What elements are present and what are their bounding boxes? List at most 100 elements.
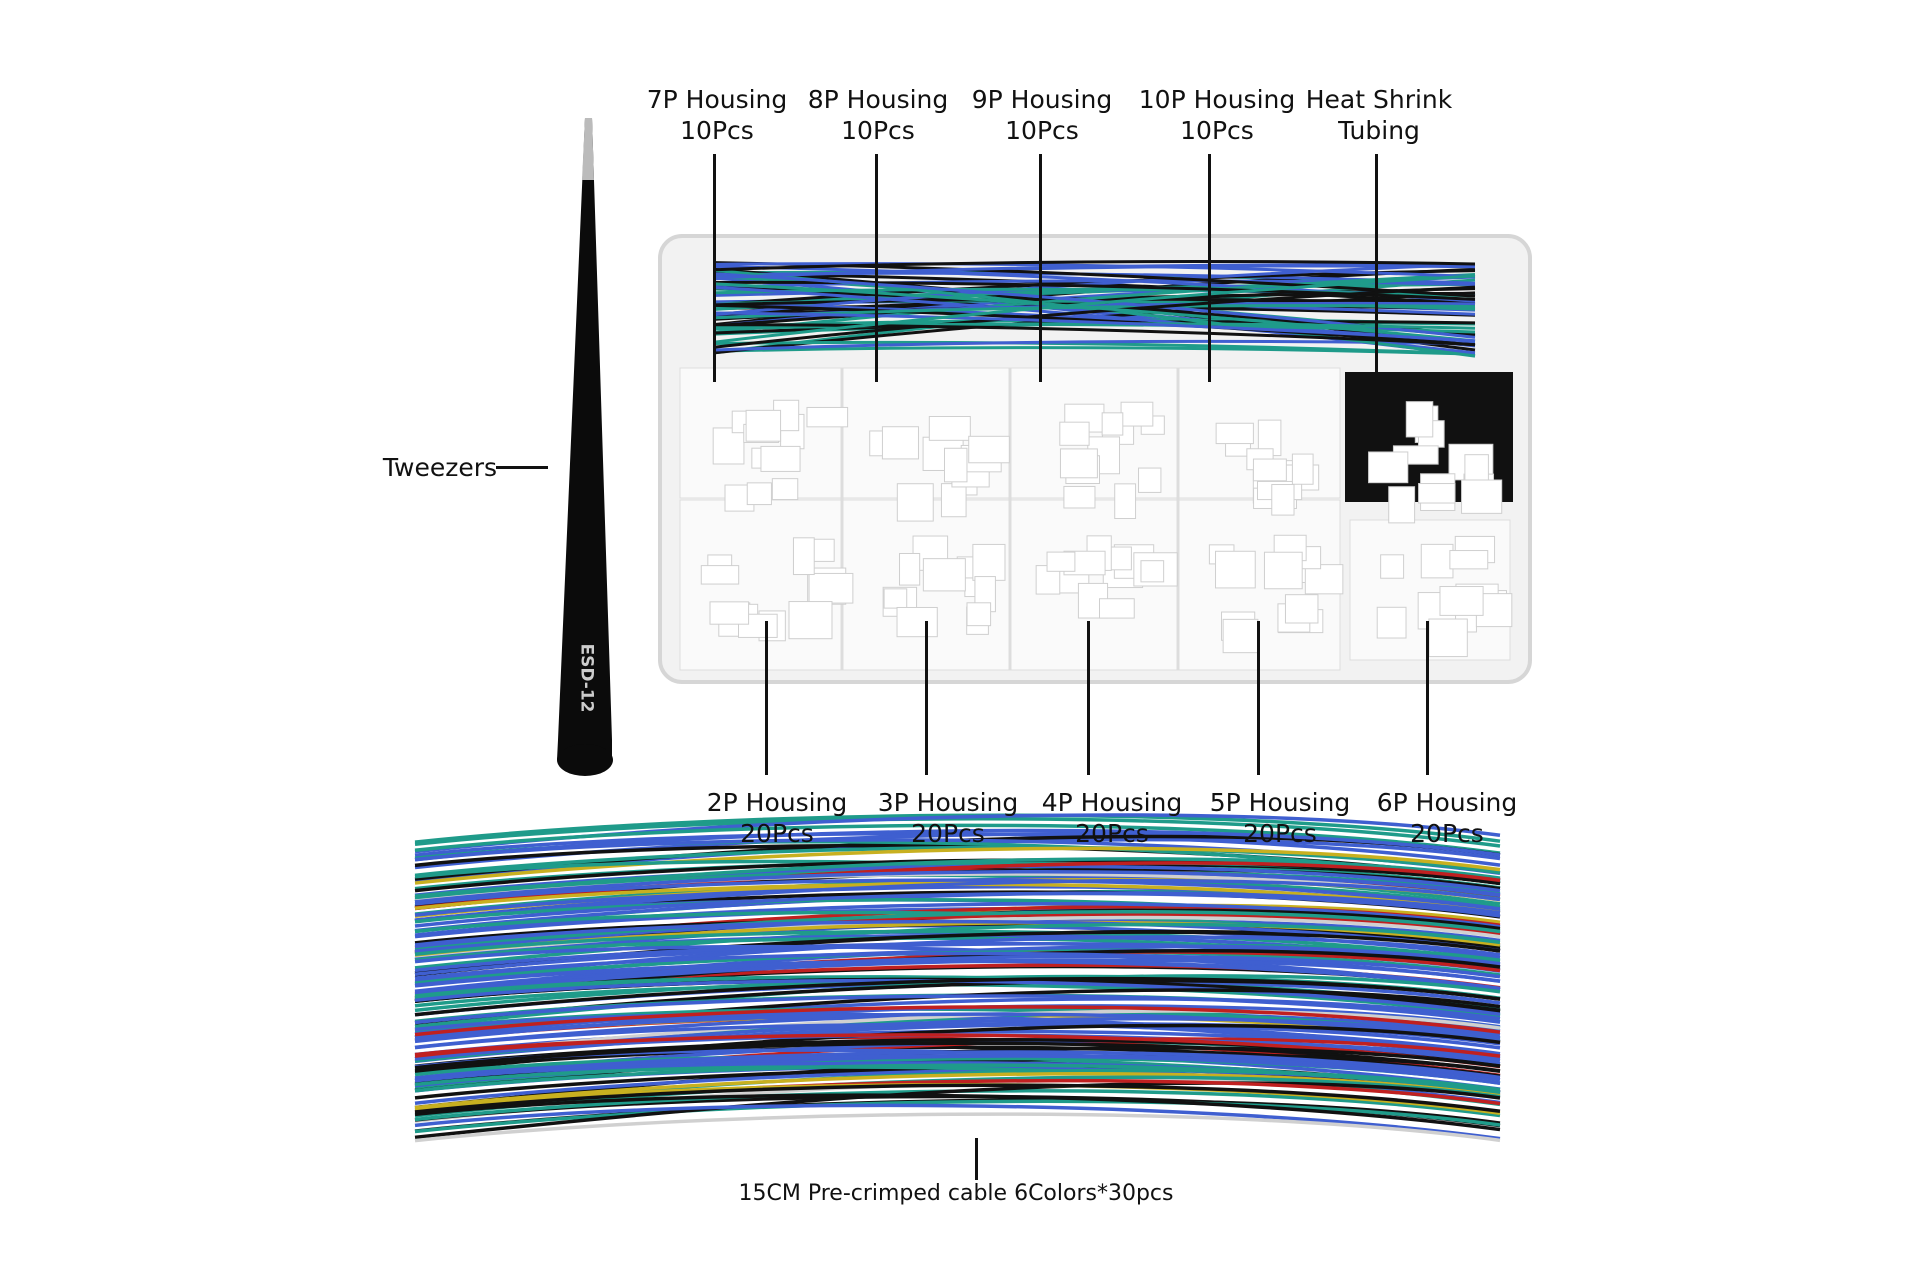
wire — [414, 1012, 1501, 1044]
wire — [414, 861, 1501, 910]
housing-connector — [1449, 550, 1489, 570]
housing-connector — [760, 445, 801, 472]
housing-connector — [1376, 606, 1407, 639]
wire — [714, 303, 1476, 347]
wire — [414, 974, 1501, 1029]
wire — [414, 878, 1501, 911]
housing-connector — [792, 537, 815, 576]
housing-connector — [881, 426, 919, 460]
wire — [414, 891, 1501, 928]
housing-connector — [1420, 543, 1454, 579]
wire — [414, 823, 1501, 855]
housing-connector — [1405, 401, 1434, 438]
wire — [414, 869, 1501, 904]
wire — [414, 976, 1501, 1017]
tweezers-label: Tweezers — [382, 453, 498, 482]
housing-connector — [1252, 458, 1287, 482]
housing-connector — [771, 478, 799, 501]
housing-connector — [788, 601, 833, 640]
housing-connector — [896, 606, 938, 638]
housing-connector — [1380, 554, 1405, 579]
box-wires — [714, 259, 1476, 358]
housing-connector — [972, 543, 1006, 581]
wire — [714, 274, 1476, 344]
housing-connector — [922, 558, 966, 592]
wire — [414, 1093, 1501, 1132]
pointer-line — [1087, 621, 1090, 775]
pointer-line — [975, 1138, 978, 1180]
wire — [714, 323, 1476, 347]
pointer-line — [1208, 154, 1211, 382]
housing-connector — [1428, 618, 1468, 658]
housing-connector — [1140, 560, 1165, 583]
wire — [414, 1081, 1501, 1140]
pointer-line — [713, 154, 716, 382]
wire — [414, 1053, 1501, 1085]
cable-caption: 15CM Pre-crimped cable 6Colors*30pcs — [738, 1181, 1174, 1206]
housing-connector — [1439, 586, 1484, 616]
housing-connector — [968, 435, 1010, 464]
wire — [414, 910, 1501, 952]
housing-connector — [899, 552, 921, 586]
housing-connector — [1461, 479, 1503, 514]
housing-connector — [1368, 451, 1409, 484]
wire — [414, 1112, 1501, 1143]
wire — [414, 929, 1501, 964]
wire — [414, 994, 1501, 1025]
tweezers-icon — [557, 118, 613, 776]
wire — [714, 259, 1476, 272]
housing-connector — [1138, 467, 1162, 493]
wire — [414, 845, 1501, 878]
tweezers-marking: ESD-12 — [576, 643, 597, 713]
housing-connector — [1271, 484, 1295, 516]
pointer-line — [875, 154, 878, 382]
wire — [414, 1005, 1501, 1037]
housing-connector — [1120, 401, 1154, 427]
housing-connector — [709, 601, 750, 625]
housing-connector — [808, 572, 854, 604]
pointer-line — [925, 621, 928, 775]
housing-connector — [1099, 598, 1135, 619]
wire — [414, 1063, 1501, 1094]
wire — [414, 1041, 1501, 1074]
wire — [714, 285, 1476, 349]
pointer-line — [1426, 621, 1429, 775]
wire — [714, 282, 1476, 343]
wire — [414, 954, 1501, 995]
wire — [714, 263, 1476, 280]
housing-connector — [700, 565, 740, 585]
pointer-line — [1375, 154, 1378, 382]
wire — [414, 1083, 1501, 1114]
housing-connector — [943, 447, 968, 483]
housing-connector — [1046, 551, 1076, 572]
tweezers-pointer — [496, 466, 548, 469]
housing-connector — [1418, 483, 1456, 504]
housings — [700, 399, 1513, 658]
housing-connector — [1291, 453, 1314, 485]
housing-connector — [883, 588, 908, 609]
housing-connector — [1101, 412, 1124, 436]
wire — [714, 340, 1476, 356]
wire — [414, 1099, 1501, 1134]
wire — [714, 311, 1476, 343]
housing-connector — [712, 427, 745, 465]
housing-connector — [1063, 485, 1096, 509]
housing-connector — [1263, 551, 1303, 590]
pointer-line — [765, 621, 768, 775]
wire — [414, 958, 1501, 997]
pointer-line — [1039, 154, 1042, 382]
wire — [414, 902, 1501, 937]
housing-connector — [966, 602, 992, 627]
housing-connector — [1114, 483, 1137, 520]
cable-bundle — [414, 813, 1501, 1143]
